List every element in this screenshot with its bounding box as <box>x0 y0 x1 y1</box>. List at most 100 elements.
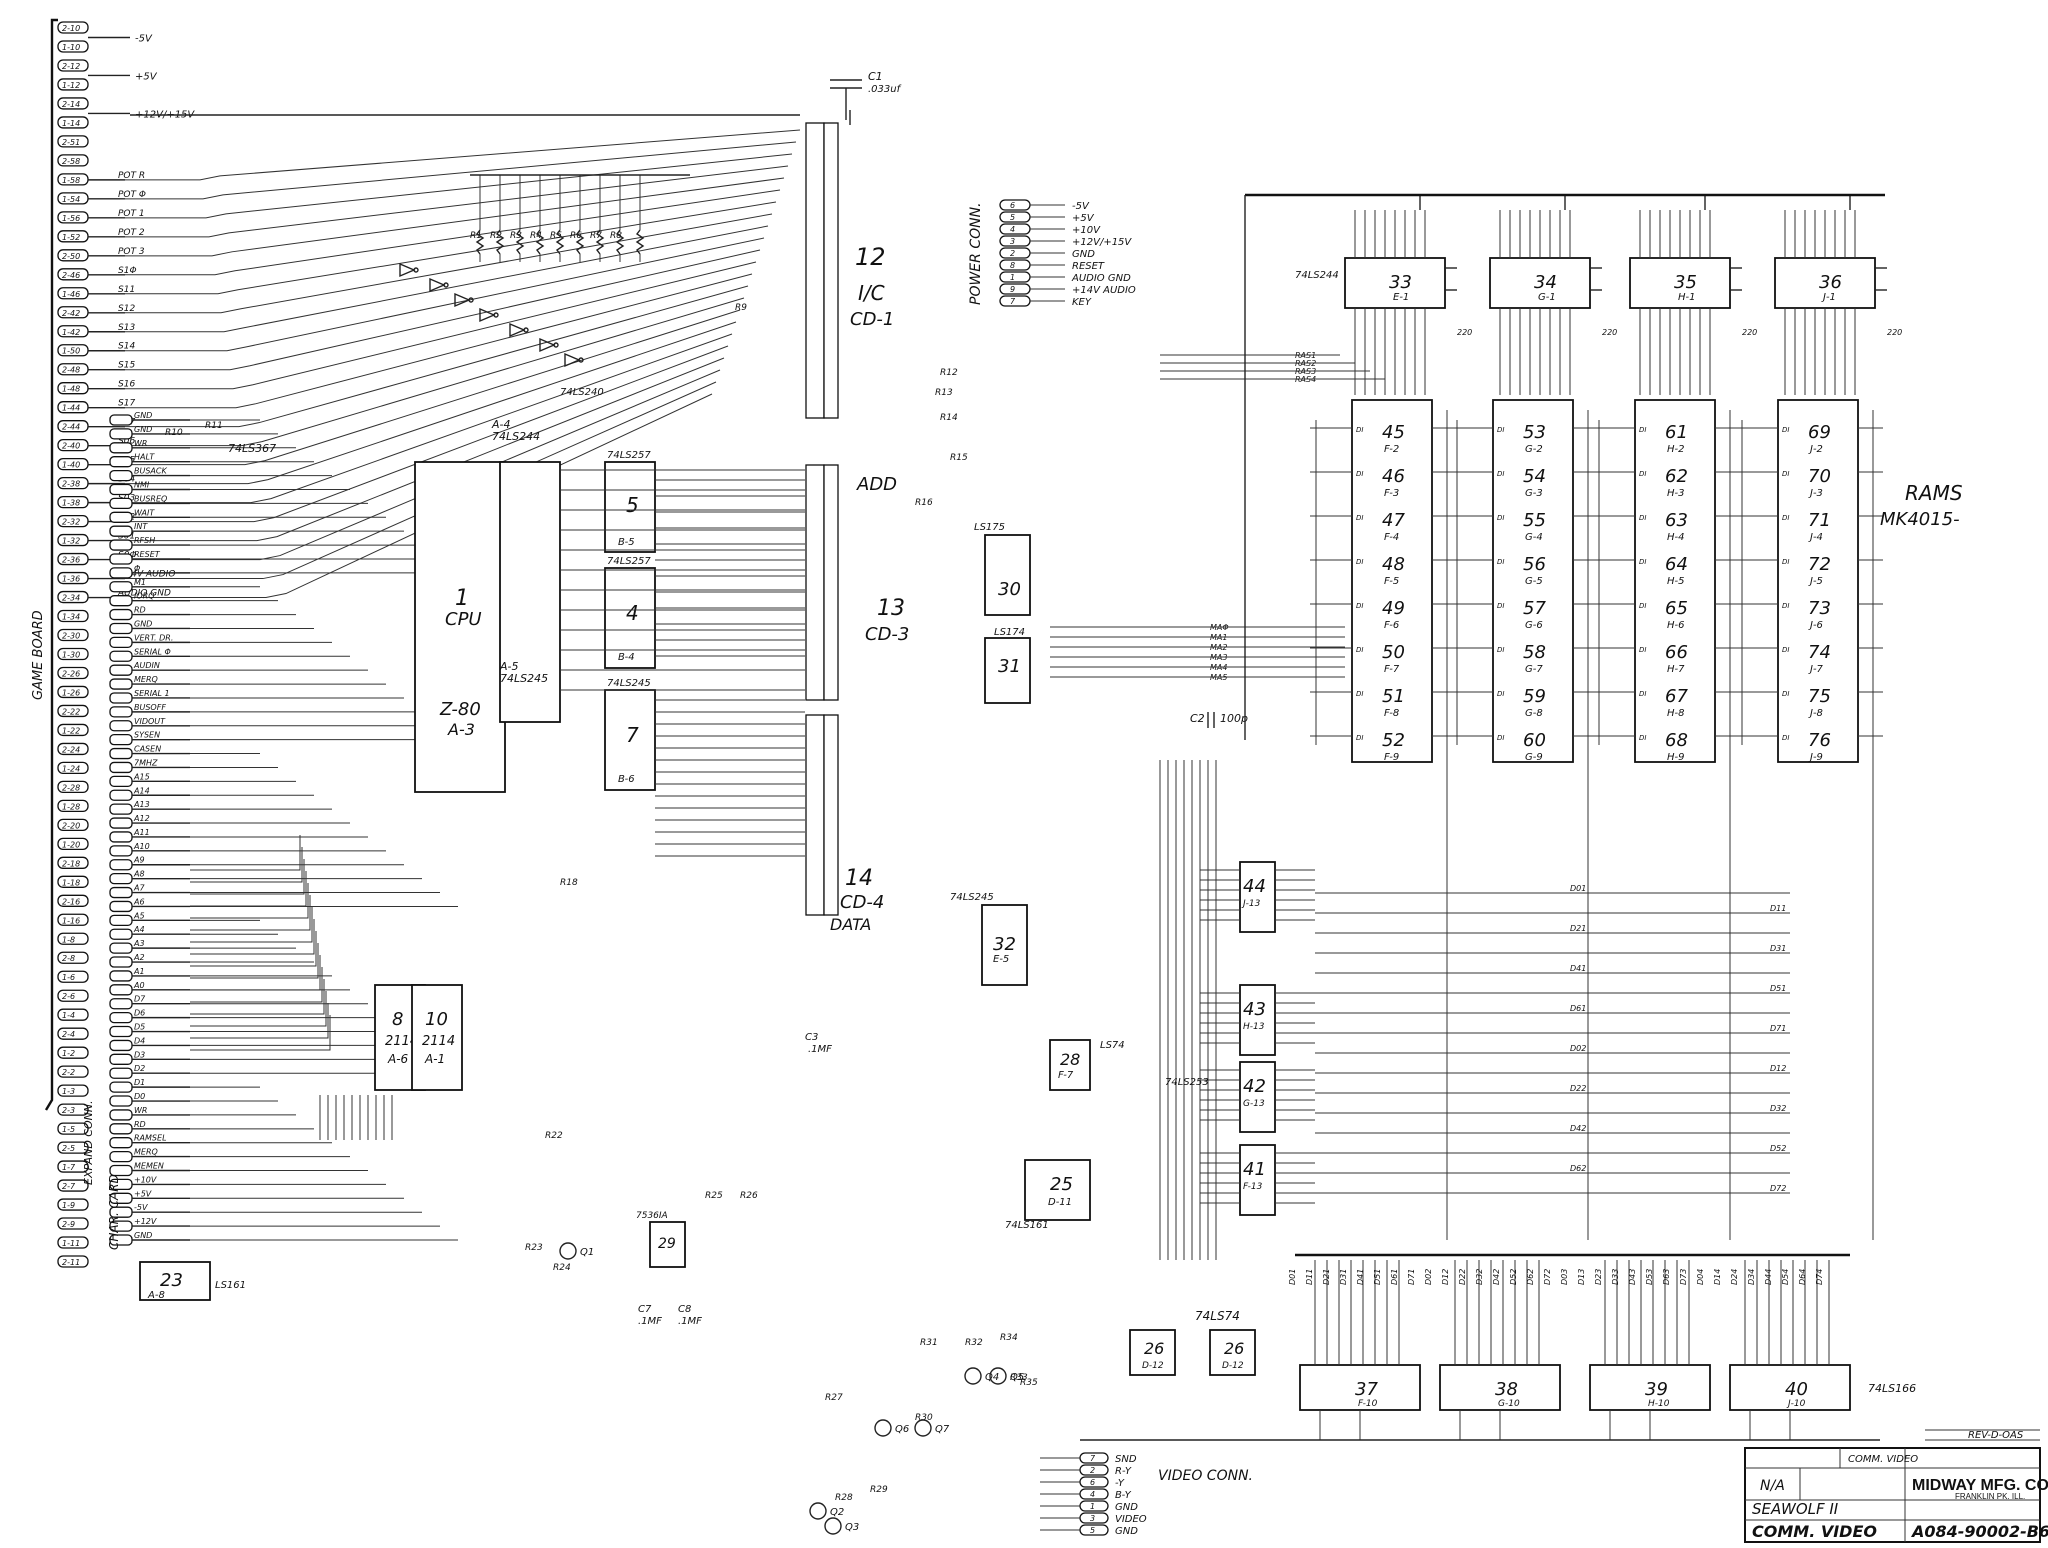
ram-pin: DI <box>1356 514 1363 522</box>
data-line-label: D42 <box>1570 1124 1586 1133</box>
gate-bubble <box>493 312 499 318</box>
latch-30: 30 LS175 <box>974 522 1031 616</box>
cap-c3: C3 .1MF <box>805 1032 832 1055</box>
edge-pin-label: 1-2 <box>62 1049 75 1058</box>
bit-label: D11 <box>1305 1269 1314 1285</box>
edge-pin <box>57 818 89 832</box>
edge-pin-b <box>109 595 133 607</box>
io-signal-label: AUDIO GND <box>117 589 171 599</box>
bus-signal-label: 7MHZ <box>134 758 158 767</box>
mux-4-number: 4 <box>626 601 639 625</box>
wire <box>399 262 416 278</box>
ram-pin: DI <box>1782 426 1789 434</box>
edge-pin <box>57 1065 89 1078</box>
char-card-label: CHAR. CARD <box>107 1174 121 1250</box>
ram-pin: DI <box>1356 470 1363 478</box>
ram-chip-number: 58 <box>1523 642 1546 663</box>
title-drawing-small: COMM. VIDEO <box>1848 1454 1918 1465</box>
bus-signal-label: -5V <box>134 1203 148 1212</box>
edge-pin-b <box>109 511 133 523</box>
edge-pin-b <box>109 1109 133 1121</box>
bus-signal-label: A10 <box>133 842 150 851</box>
ram-chip-number: 45 <box>1382 422 1405 443</box>
bottom-part: 74LS166 <box>1868 1382 1916 1395</box>
output-register <box>1589 1364 1711 1411</box>
ram-pin: DI <box>1497 426 1504 434</box>
edge-pin-label: 1-8 <box>62 935 75 944</box>
wire <box>190 1015 331 1051</box>
ram-pin: DI <box>1356 734 1363 742</box>
buffer-32-loc: E-5 <box>993 954 1009 965</box>
edge-pin-label: 2-12 <box>62 62 80 71</box>
output-register-loc: G-10 <box>1498 1399 1520 1409</box>
ram-chip-number: 70 <box>1808 466 1831 487</box>
bus-signal-label: WAIT <box>134 508 155 517</box>
ram-chip-loc: G-5 <box>1525 576 1543 587</box>
data-line-label: D71 <box>1770 1024 1786 1033</box>
edge-pin-label: 1-42 <box>62 328 80 337</box>
ram-pin: DI <box>1639 470 1646 478</box>
wire <box>615 229 625 255</box>
edge-pin-label: 2-5 <box>62 1144 75 1153</box>
title-company: MIDWAY MFG. CO. <box>1912 1477 2048 1494</box>
wire <box>120 261 757 390</box>
counter-23-loc: A-8 <box>147 1290 165 1301</box>
wire <box>429 277 446 293</box>
edge-pin-label: 2-10 <box>62 24 80 33</box>
bus-signal-label: BUSACK <box>134 467 167 476</box>
flip-flop-loc: D-12 <box>1142 1361 1164 1371</box>
edge-pin <box>57 1008 89 1021</box>
io-signal-label: S12 <box>118 304 135 314</box>
edge-pin-b <box>109 845 133 857</box>
resistor-label: R29 <box>870 1485 888 1495</box>
bus-signal-label: D6 <box>134 1009 145 1018</box>
edge-pin-b <box>109 483 133 496</box>
ff-28-loc: F-7 <box>1058 1070 1074 1081</box>
wire <box>120 333 733 504</box>
output-register-number: 37 <box>1355 1379 1378 1400</box>
bus-signal-label: SERIAL 1 <box>134 689 170 698</box>
edge-pin-label: 1-44 <box>62 404 80 413</box>
edge-pin-label: 1-56 <box>62 214 80 223</box>
edge-pin-b <box>109 608 133 621</box>
resistor-label: R5 <box>550 231 562 241</box>
bus-signal-label: RFSH <box>134 536 155 545</box>
ram-chip-loc: J-6 <box>1808 620 1823 631</box>
bus-signal-label: A3 <box>133 939 145 948</box>
wire <box>120 129 801 181</box>
edge-pin <box>57 97 89 110</box>
io-loc: CD-1 <box>850 309 894 330</box>
cap-c1-value: .033uf <box>868 84 902 95</box>
video-pin-number: 2 <box>1090 1466 1095 1475</box>
ram-pin: DI <box>1639 514 1646 522</box>
power-conn-label: POWER CONN. <box>968 202 984 305</box>
resistor-label: R18 <box>560 878 578 888</box>
io-signal-label: S14 <box>118 342 135 352</box>
edge-pin-label: 2-26 <box>62 669 80 678</box>
edge-pin-label: 2-16 <box>62 897 80 906</box>
edge-pin <box>57 951 89 964</box>
edge-pin-b <box>109 1053 133 1065</box>
ram-chip-loc: G-4 <box>1525 532 1543 543</box>
resistor-label: R33 <box>1010 1373 1028 1383</box>
bus-signal-label: SERIAL Φ <box>134 647 171 656</box>
counter-25-loc: D-11 <box>1048 1197 1072 1208</box>
io-signal-label: POT 2 <box>118 228 145 238</box>
ram-chip-loc: H-3 <box>1667 488 1685 499</box>
resistor-label: R1 <box>470 231 482 241</box>
edge-pin <box>57 21 89 34</box>
video-signal: GND <box>1115 1502 1138 1513</box>
bit-label: D31 <box>1339 1269 1348 1285</box>
data-line-label: D12 <box>1770 1064 1786 1073</box>
edge-pin-b <box>109 747 133 760</box>
edge-pin-label: 2-44 <box>62 423 80 432</box>
edge-pin-b <box>109 775 133 788</box>
bit-label: D21 <box>1322 1269 1331 1285</box>
edge-pin <box>57 1122 89 1135</box>
ram-pin: DI <box>1782 690 1789 698</box>
resistor-label: R16 <box>915 498 933 508</box>
buffer-a5-part: 74LS245 <box>500 672 548 685</box>
ram-column <box>1634 399 1716 763</box>
io-signal-label: S17 <box>118 399 135 409</box>
bus-signal-label: VERT. DR. <box>134 633 173 642</box>
